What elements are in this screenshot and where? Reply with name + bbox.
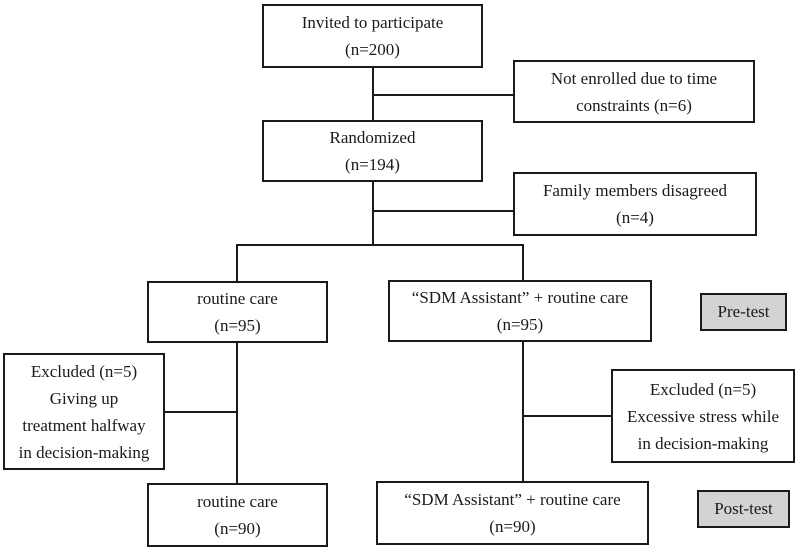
- box-sdm-assistant-pre: “SDM Assistant” + routine care (n=95): [388, 280, 652, 342]
- box-invited-line1: Invited to participate: [301, 13, 444, 32]
- box-routine-care-pre: routine care (n=95): [147, 281, 328, 343]
- box-routine-care-pre-line2: (n=95): [214, 316, 261, 335]
- box-excluded-left-line4: in decision-making: [18, 442, 150, 462]
- connector-branch-to-sdm-pre: [522, 244, 524, 280]
- box-sdm-assistant-pre-line1: “SDM Assistant” + routine care: [411, 288, 629, 307]
- stage-post-test: Post-test: [697, 490, 790, 528]
- stage-post-test-label: Post-test: [714, 499, 773, 518]
- box-routine-care-post: routine care (n=90): [147, 483, 328, 547]
- box-sdm-assistant-post-line2: (n=90): [489, 517, 536, 536]
- box-sdm-assistant-post-line1: “SDM Assistant” + routine care: [404, 490, 621, 509]
- stage-pre-test-label: Pre-test: [717, 302, 770, 321]
- box-routine-care-pre-line1: routine care: [197, 289, 278, 308]
- connector-sdm-pre-to-post: [522, 342, 524, 481]
- box-not-enrolled-line1: Not enrolled due to time: [550, 68, 718, 88]
- box-excluded-left: Excluded (n=5) Giving up treatment halfw…: [3, 353, 165, 470]
- connector-randomized-to-branch: [372, 182, 374, 246]
- box-routine-care-post-line2: (n=90): [214, 519, 261, 538]
- box-excluded-right-line2: Excessive stress while: [626, 406, 780, 426]
- stage-pre-test: Pre-test: [700, 293, 787, 331]
- box-excluded-left-line3: treatment halfway: [22, 415, 146, 435]
- box-excluded-left-line2: Giving up: [49, 388, 119, 408]
- box-excluded-left-line1: Excluded (n=5): [30, 361, 138, 381]
- box-family-disagreed: Family members disagreed (n=4): [513, 172, 757, 236]
- connector-to-not-enrolled: [373, 94, 513, 96]
- connector-to-family-disagreed: [373, 210, 513, 212]
- box-randomized-line1: Randomized: [329, 128, 416, 147]
- box-invited-line2: (n=200): [345, 40, 400, 59]
- box-family-disagreed-line2: (n=4): [616, 208, 654, 227]
- connector-to-excluded-right: [523, 415, 611, 417]
- box-invited: Invited to participate (n=200): [262, 4, 483, 68]
- connector-routine-pre-to-post: [236, 343, 238, 483]
- box-excluded-right: Excluded (n=5) Excessive stress while in…: [611, 369, 795, 463]
- connector-branch-to-routine-pre: [236, 244, 238, 281]
- branch-horizontal-line: [236, 244, 524, 246]
- box-randomized-line2: (n=194): [345, 155, 400, 174]
- box-excluded-right-line1: Excluded (n=5): [649, 379, 757, 399]
- box-family-disagreed-line1: Family members disagreed: [542, 181, 728, 200]
- box-routine-care-post-line1: routine care: [197, 492, 278, 511]
- connector-to-excluded-left: [165, 411, 238, 413]
- box-randomized: Randomized (n=194): [262, 120, 483, 182]
- box-not-enrolled-line2: constraints (n=6): [576, 95, 692, 115]
- box-sdm-assistant-post: “SDM Assistant” + routine care (n=90): [376, 481, 649, 545]
- box-not-enrolled: Not enrolled due to time constraints (n=…: [513, 60, 755, 123]
- box-sdm-assistant-pre-line2: (n=95): [496, 315, 544, 334]
- box-excluded-right-line3: in decision-making: [637, 433, 769, 453]
